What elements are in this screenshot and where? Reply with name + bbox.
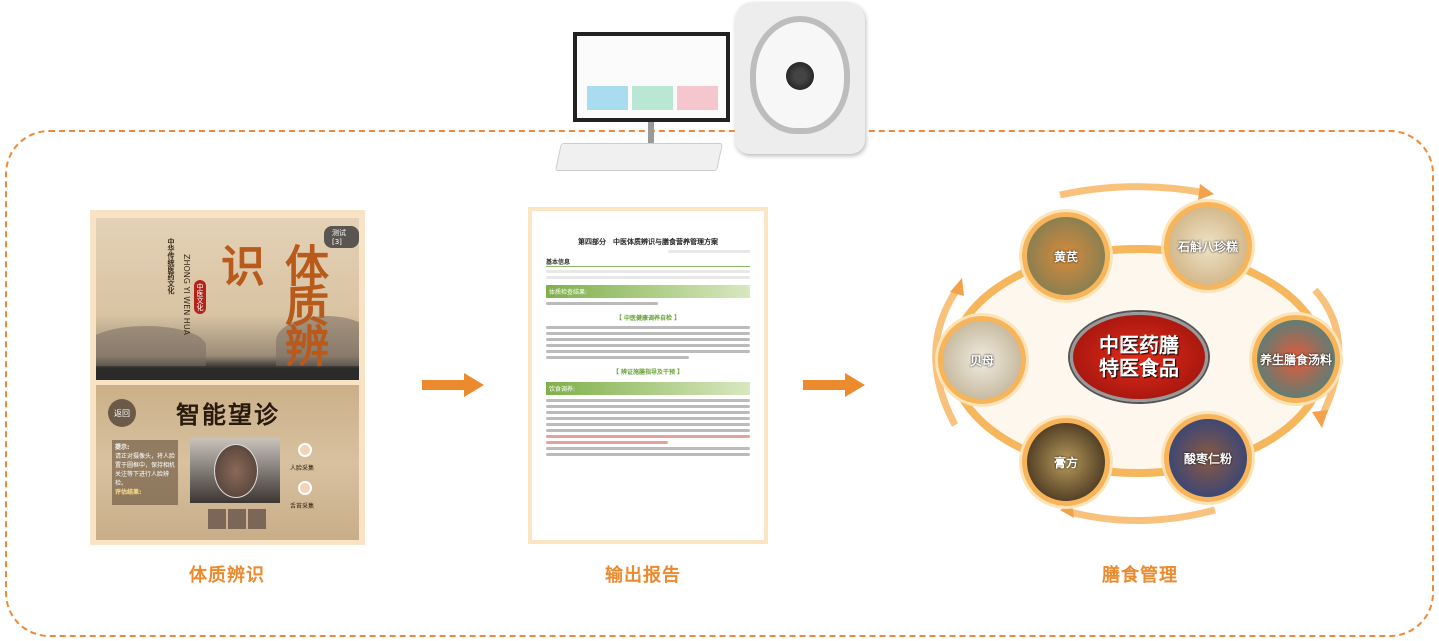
camera-lens-icon	[786, 62, 814, 90]
process-frame	[5, 130, 1434, 637]
diet-center-badge: 中医药膳 特医食品	[1070, 312, 1208, 402]
inspection-title: 智能望诊	[176, 400, 280, 429]
center-line-1: 中医药膳	[1099, 333, 1179, 357]
splash-title: 体质辨识	[213, 243, 328, 363]
constitution-screens: 中华传统医药文化 ZHONG YI WEN HUA 中医文化 体质辨识 测试[3…	[90, 210, 365, 545]
monitor-screen	[577, 36, 726, 118]
monitor-stand	[648, 122, 654, 146]
result-title: 评估结果:	[115, 489, 142, 496]
product-shihu-cake: 石斛八珍糕	[1164, 202, 1252, 290]
subtitle: 中华传统医药文化	[167, 238, 175, 294]
face-scanner-device	[735, 2, 865, 154]
smart-inspection-screen: 返回 智能望诊 提示: 请正对摄像头，将人脸置于圆框中，保持相机关注等下进行人脸…	[96, 385, 359, 540]
product-paste-jar: 膏方	[1022, 418, 1110, 506]
step-face-capture: 人脸采集	[290, 465, 315, 472]
face-thumbnail	[248, 509, 266, 529]
product-soup-pack: 养生膳食汤料	[1252, 315, 1340, 403]
section-self-check: 【 中医健康调养自检 】	[615, 315, 681, 322]
face-thumbnail	[208, 509, 226, 529]
back-button[interactable]: 返回	[108, 399, 136, 427]
tips-title: 提示:	[115, 444, 130, 451]
nurse-icon	[298, 443, 312, 457]
basic-info-heading: 基本信息	[546, 257, 750, 267]
constitution-splash-screen: 中华传统医药文化 ZHONG YI WEN HUA 中医文化 体质辨识 测试[3…	[96, 218, 359, 380]
face-capture-circle	[214, 444, 258, 498]
tips-text: 请正对摄像头，将人脸置于圆框中，保持相机关注等下进行人脸辨检。	[115, 453, 176, 487]
monitor	[573, 32, 730, 122]
cycle-arrow	[1069, 506, 1216, 525]
step-label-diet: 膳食管理	[1102, 565, 1178, 586]
tips-panel: 提示: 请正对摄像头，将人脸置于圆框中，保持相机关注等下进行人脸辨检。 评估结果…	[112, 440, 178, 505]
report-title: 第四部分 中医体质辨识与膳食营养管理方案	[578, 238, 718, 246]
section-diet-guidance: 【 辨证施膳指导及干预 】	[612, 369, 684, 376]
culture-badge: 中医文化	[194, 280, 206, 314]
keyboard	[555, 143, 723, 171]
constitution-result-bar: 体质检查结果:	[546, 285, 750, 298]
diet-bar: 饮食调养:	[546, 382, 750, 395]
cycle-arrow	[1059, 183, 1201, 199]
test-button[interactable]: 测试[3]	[324, 226, 359, 248]
camera-view	[190, 438, 280, 503]
scanner-ring	[750, 16, 850, 134]
arrow-right-icon	[422, 373, 484, 397]
product-beimu: 贝母	[938, 316, 1026, 404]
arrow-right-icon	[803, 373, 865, 397]
health-report: 第四部分 中医体质辨识与膳食营养管理方案 基本信息 体质检查结果: 【 中医健康…	[528, 207, 768, 544]
cycle-arrow	[932, 286, 961, 427]
step-tongue-capture: 舌苔采集	[290, 503, 315, 510]
step-label-constitution: 体质辨识	[189, 565, 265, 586]
product-jujube-seed-powder: 酸枣仁粉	[1164, 414, 1252, 502]
center-line-2: 特医食品	[1099, 356, 1179, 380]
pinyin: ZHONG YI WEN HUA	[182, 254, 191, 336]
product-huangqi: 黄芪	[1022, 212, 1110, 300]
nurse-icon	[298, 481, 312, 495]
step-label-report: 输出报告	[605, 565, 681, 586]
face-thumbnail	[228, 509, 246, 529]
